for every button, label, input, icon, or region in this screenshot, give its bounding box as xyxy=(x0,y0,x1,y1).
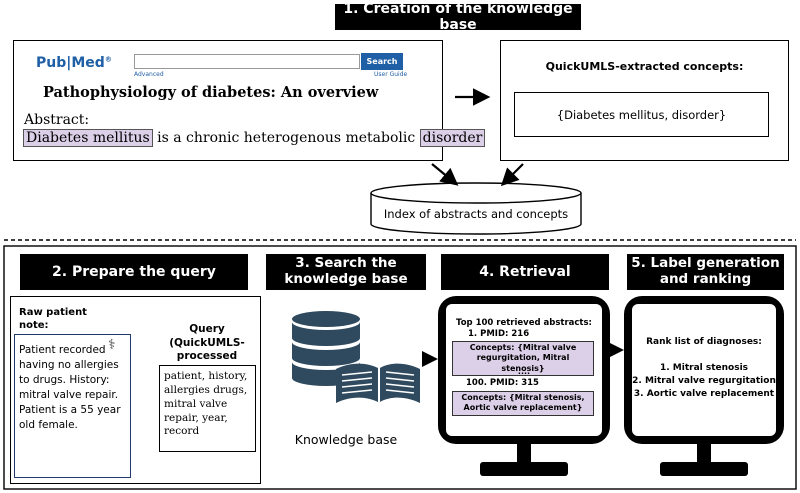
workflow-frame xyxy=(3,245,797,490)
ranking-screen: Rank list of diagnoses: 1. Mitral stenos… xyxy=(632,304,776,436)
ranking-monitor: Rank list of diagnoses: 1. Mitral stenos… xyxy=(624,296,784,444)
search-button[interactable]: Search xyxy=(361,53,403,70)
section1-title: 1. Creation of the knowledge base xyxy=(335,1,581,33)
section4-title: 4. Retrieval xyxy=(441,254,609,290)
user-guide-link[interactable]: User Guide xyxy=(374,71,408,78)
retrieval-screen: Top 100 retrieved abstracts: 1. PMID: 21… xyxy=(446,304,602,436)
raw-note-label: Raw patient note: xyxy=(19,307,87,331)
quickumls-concepts-box: {Diabetes mellitus, disorder} xyxy=(514,92,769,137)
index-database-cylinder xyxy=(370,182,582,235)
query-prep-panel: Raw patient note: ⚕ Patient recorded hav… xyxy=(10,296,261,484)
retrieval-item100-concepts: Concepts: {Mitral stenosis, Aortic valve… xyxy=(452,391,594,416)
search-input[interactable] xyxy=(134,54,360,69)
ranking-monitor-neck xyxy=(697,443,711,463)
quickumls-panel: QuickUMLS-extracted concepts: {Diabetes … xyxy=(500,40,789,161)
abstract-text: Diabetes mellitus is a chronic heterogen… xyxy=(23,129,486,147)
quickumls-title: QuickUMLS-extracted concepts: xyxy=(545,60,744,73)
advanced-link[interactable]: Advanced xyxy=(134,71,164,78)
query-text: patient, history, allergies drugs, mitra… xyxy=(164,370,248,438)
retrieval-item1: 1. PMID: 216 xyxy=(468,329,530,339)
caduceus-icon: ⚕ xyxy=(108,337,116,353)
retrieval-monitor-base xyxy=(480,462,568,476)
abstract-concept-diabetes: Diabetes mellitus xyxy=(23,129,153,147)
abstract-label: Abstract: xyxy=(24,112,90,128)
query-box: patient, history, allergies drugs, mitra… xyxy=(159,365,256,452)
retrieval-monitor-neck xyxy=(517,443,531,463)
diagnosis-1: 1. Mitral stenosis xyxy=(659,363,749,373)
raw-note-box: ⚕ Patient recorded having no allergies t… xyxy=(14,334,131,478)
pubmed-logo: Pub|Med® xyxy=(36,55,112,71)
raw-note-text: Patient recorded having no allergies to … xyxy=(19,344,121,431)
arrow-quickumls-to-index xyxy=(500,163,524,187)
diagnosis-3: 3. Aortic valve replacement xyxy=(633,389,775,399)
retrieval-ellipsis: .... xyxy=(517,367,531,376)
section2-title: 2. Prepare the query xyxy=(20,254,248,290)
retrieval-heading: Top 100 retrieved abstracts: xyxy=(456,318,592,328)
ranking-heading: Rank list of diagnoses: xyxy=(646,337,762,347)
arrow-pubmed-to-index xyxy=(431,163,459,186)
article-title: Pathophysiology of diabetes: An overview xyxy=(43,84,379,101)
section3-title: 3. Search the knowledge base xyxy=(266,254,426,290)
abstract-concept-disorder: disorder xyxy=(419,129,486,147)
section5-title: 5. Label generation and ranking xyxy=(627,254,784,290)
retrieval-monitor: Top 100 retrieved abstracts: 1. PMID: 21… xyxy=(438,296,610,444)
diagnosis-2: 2. Mitral valve regurgitation xyxy=(632,376,776,386)
ranking-monitor-base xyxy=(660,462,748,476)
pubmed-abstract-panel: Pub|Med® Search Advanced User Guide Path… xyxy=(13,40,486,161)
knowledge-base-label: Knowledge base xyxy=(294,432,398,447)
retrieval-item1-concepts: Concepts: {Mitral valve regurgitation, M… xyxy=(452,341,594,377)
retrieval-item100: 100. PMID: 315 xyxy=(466,378,539,388)
index-label: Index of abstracts and concepts xyxy=(383,207,569,221)
